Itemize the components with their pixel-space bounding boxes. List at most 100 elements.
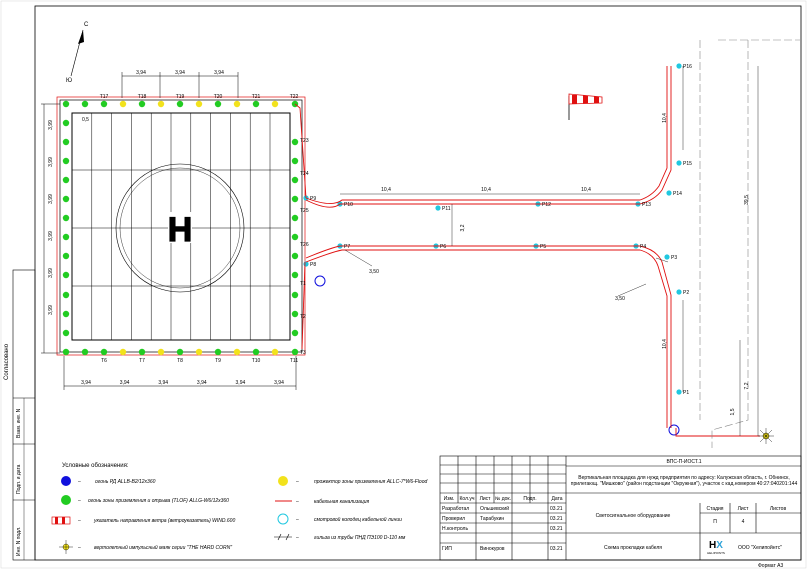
light-label: T9 bbox=[215, 358, 221, 364]
windsock-icon bbox=[568, 93, 603, 120]
dim-label: 3,99 bbox=[48, 194, 54, 204]
svg-text:С: С bbox=[84, 22, 89, 28]
beacon-icon bbox=[59, 540, 73, 554]
green-circle-icon bbox=[291, 329, 299, 337]
blue-circle-icon bbox=[668, 424, 680, 436]
pit-label: P10 bbox=[344, 202, 353, 208]
legend-item-5: прожектор зоны приземления ALLC-7*W6-Flo… bbox=[314, 479, 427, 485]
svg-text:–: – bbox=[296, 499, 299, 505]
green-circle-icon bbox=[291, 214, 299, 222]
dim-label: 3,94 bbox=[197, 380, 207, 386]
sheet-value: 4 bbox=[742, 519, 745, 525]
yellow-circle-icon bbox=[195, 348, 203, 356]
tb-date: 03.21 bbox=[550, 546, 563, 552]
green-circle-icon bbox=[62, 233, 70, 241]
cyan-circle-icon bbox=[435, 205, 441, 211]
light-label: T10 bbox=[252, 358, 261, 364]
tb-date: 03.21 bbox=[550, 516, 563, 522]
legend-item-2: огонь зоны приземления и отрыва (TLOF) A… bbox=[88, 498, 229, 504]
company-name: ООО "Хелипойнтс" bbox=[738, 544, 782, 551]
green-circle-icon bbox=[291, 176, 299, 184]
legend-item-6: кабельная канализация bbox=[314, 499, 370, 505]
boundary-lines bbox=[699, 39, 800, 448]
yellow-circle-icon bbox=[278, 476, 288, 486]
green-circle-icon bbox=[100, 348, 108, 356]
route-dim-label: 39,5 bbox=[744, 195, 750, 205]
green-circle-icon bbox=[291, 195, 299, 203]
col-stage: Стадия bbox=[706, 506, 723, 512]
pit-label: P16 bbox=[683, 64, 692, 70]
yellow-circle-icon bbox=[119, 100, 127, 108]
green-circle-icon bbox=[252, 100, 260, 108]
light-label: T6 bbox=[101, 358, 107, 364]
route-dim-label: 3,50 bbox=[369, 269, 379, 275]
light-label: T18 bbox=[138, 94, 147, 100]
route-dim-label: 7,2 bbox=[744, 382, 750, 389]
side-stamp: Согласовано Взам. инв. N Подп. и дата Ин… bbox=[4, 269, 36, 561]
tb-header-cell: Подп. bbox=[523, 496, 536, 502]
stamp-inv-orig: Инв. N подл. bbox=[16, 527, 22, 556]
tb-header-cell: Изм. bbox=[444, 496, 455, 502]
svg-text:HX: HX bbox=[709, 540, 723, 551]
sheet-title-2: Схема прокладки кабеля bbox=[604, 545, 662, 551]
tb-role: Разработал bbox=[442, 506, 469, 512]
dim-label: 3,94 bbox=[158, 380, 168, 386]
cyan-circle-icon bbox=[303, 261, 309, 267]
cyan-circle-icon bbox=[676, 289, 682, 295]
legend-item-7: смотровой колодец кабельной линии bbox=[314, 516, 402, 523]
legend-item-3: указатель направления ветра (ветроуказат… bbox=[93, 518, 235, 524]
light-label: T24 bbox=[300, 171, 309, 177]
stamp-agreed: Согласовано bbox=[4, 343, 10, 380]
tb-name: Винокуров bbox=[480, 546, 505, 552]
yellow-circle-icon bbox=[233, 100, 241, 108]
title-block bbox=[439, 455, 802, 561]
green-circle-icon bbox=[138, 348, 146, 356]
green-circle-icon bbox=[100, 100, 108, 108]
blue-circle-icon bbox=[314, 275, 326, 287]
cyan-circle-icon bbox=[277, 513, 289, 525]
light-label: T25 bbox=[300, 208, 309, 214]
cyan-circle-icon bbox=[664, 254, 670, 260]
green-circle-icon bbox=[62, 329, 70, 337]
pit-label: P9 bbox=[310, 196, 316, 202]
offset-label: 0,5 bbox=[82, 117, 89, 123]
route-dim-label: 10,4 bbox=[481, 187, 491, 193]
green-circle-icon bbox=[291, 157, 299, 165]
col-sheets: Листов bbox=[770, 506, 787, 512]
light-label: T3 bbox=[300, 350, 306, 356]
route-dimension-lines bbox=[340, 66, 759, 436]
pit-label: P14 bbox=[673, 191, 682, 197]
green-circle-icon bbox=[62, 176, 70, 184]
col-sheet: Лист bbox=[738, 506, 750, 512]
route-dim-label: 10,4 bbox=[581, 187, 591, 193]
green-circle-icon bbox=[138, 100, 146, 108]
pit-label: P7 bbox=[344, 244, 350, 250]
green-circle-icon bbox=[62, 271, 70, 279]
pit-label: P12 bbox=[542, 202, 551, 208]
tb-header-cell: № док. bbox=[495, 496, 511, 502]
dim-label: 3,94 bbox=[120, 380, 130, 386]
light-label: T8 bbox=[177, 358, 183, 364]
green-circle-icon bbox=[62, 100, 70, 108]
green-circle-icon bbox=[291, 252, 299, 260]
cyan-circle-icon bbox=[676, 63, 682, 69]
green-circle-icon bbox=[62, 348, 70, 356]
light-label: T21 bbox=[252, 94, 261, 100]
dim-label: 3,94 bbox=[175, 70, 185, 76]
yellow-circle-icon bbox=[195, 100, 203, 108]
light-label: T19 bbox=[176, 94, 185, 100]
svg-text:Ю: Ю bbox=[66, 78, 72, 84]
pit-label: P2 bbox=[683, 290, 689, 296]
light-label: T26 bbox=[300, 242, 309, 248]
tb-date: 03.21 bbox=[550, 506, 563, 512]
yellow-circle-icon bbox=[119, 348, 127, 356]
green-circle-icon bbox=[62, 157, 70, 165]
dim-label: 3,94 bbox=[236, 380, 246, 386]
green-circle-icon bbox=[291, 348, 299, 356]
route-dim-label: 3,2 bbox=[460, 224, 466, 231]
yellow-circle-icon bbox=[157, 100, 165, 108]
legend-title: Условные обозначения: bbox=[62, 463, 129, 469]
title-block-text: ВПС-П-ИОСТ.1 Вертикальная площадка для н… bbox=[571, 459, 797, 569]
legend-item-1: огонь РД ALLB-B2/12x360 bbox=[95, 479, 156, 485]
